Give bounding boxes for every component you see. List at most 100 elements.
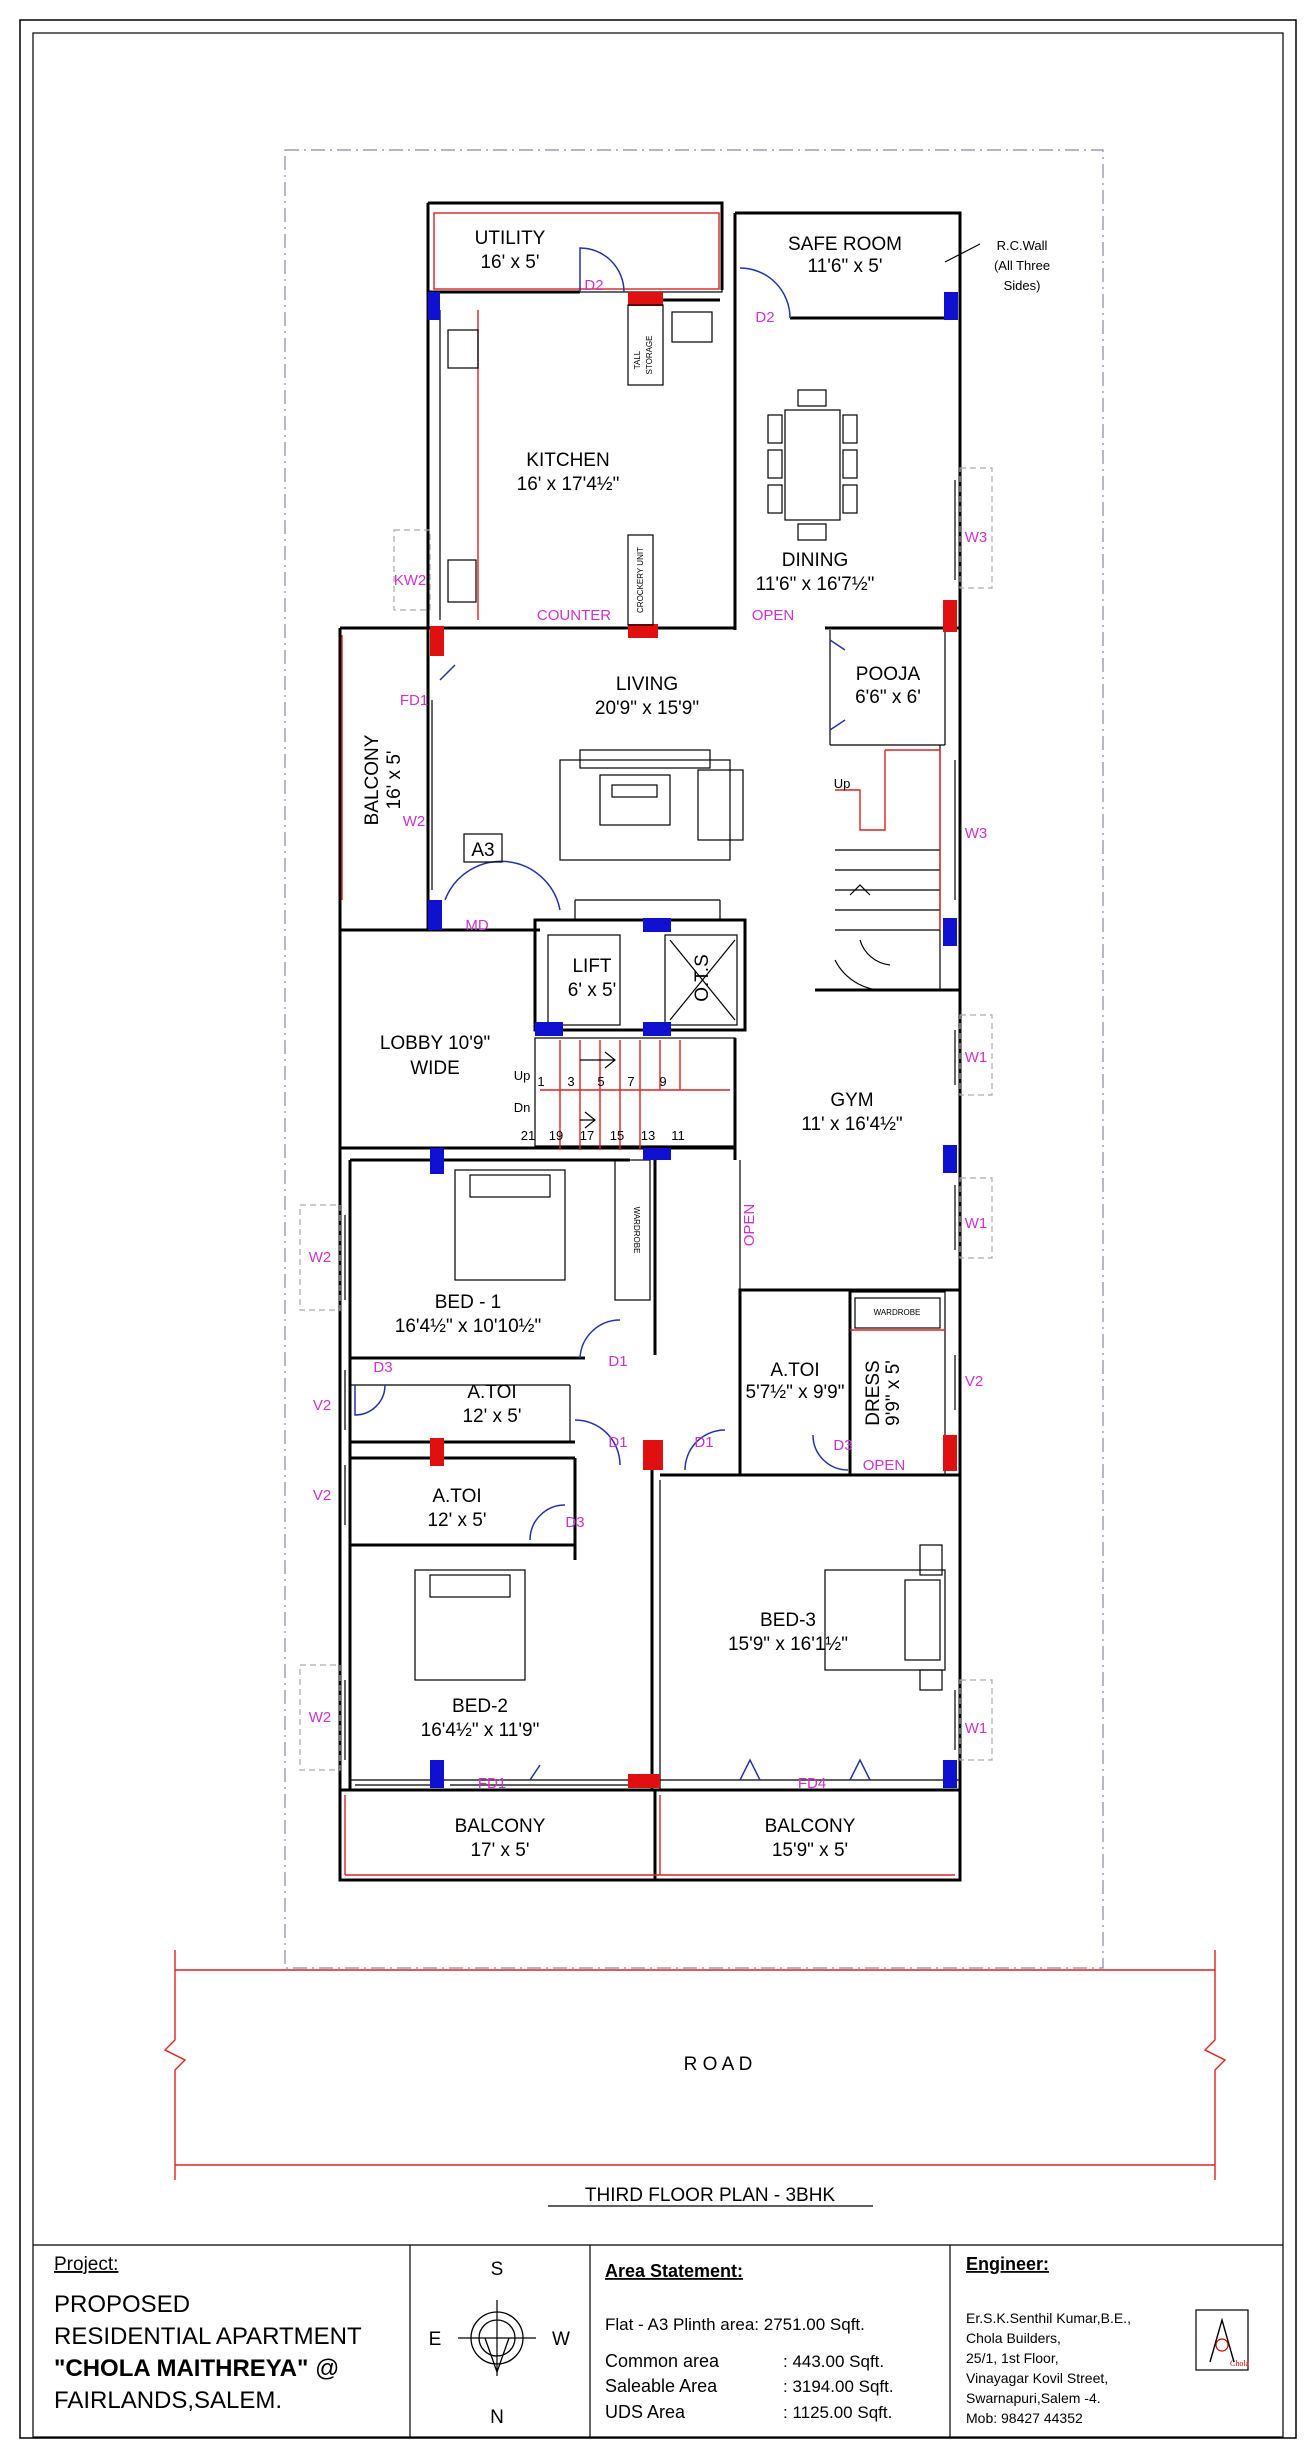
tag-w3b: W3 (965, 825, 988, 842)
tag-a3: A3 (471, 840, 494, 861)
uds-area-value: : 1125.00 Sqft. (783, 2403, 892, 2422)
road (163, 1950, 1227, 2180)
engineer-line: Chola Builders, (966, 2330, 1061, 2346)
atoi3-name: A.TOI (770, 1360, 819, 1381)
stair-step: 15 (610, 1128, 624, 1143)
atoi2-name: A.TOI (432, 1486, 481, 1507)
bed3-size: 15'9" x 16'1½" (728, 1634, 848, 1655)
plot-boundary (284, 149, 1104, 1969)
bed1-size: 16'4½" x 10'10½" (395, 1316, 541, 1337)
tag-open3: OPEN (863, 1457, 906, 1474)
tag-d3b: D3 (565, 1514, 584, 1531)
uds-area-label: UDS Area (605, 2402, 686, 2422)
window-projections (299, 467, 993, 1786)
engineer-line: Er.S.K.Senthil Kumar,B.E., (966, 2310, 1131, 2326)
stair-step: 3 (567, 1074, 574, 1089)
project-heading: Project: (54, 2254, 118, 2275)
tag-up2: Up (514, 1068, 531, 1083)
atoi1-name: A.TOI (467, 1382, 516, 1403)
tag-wardrobe2: WARDROBE (874, 1308, 921, 1317)
rc-wall-line2: (All Three (994, 258, 1050, 273)
atoi2-size: 12' x 5' (427, 1510, 486, 1531)
balcony2-size: 17' x 5' (470, 1840, 529, 1861)
door-swings (354, 247, 871, 1781)
furniture (414, 304, 946, 1691)
dining-size: 11'6" x 16'7½" (756, 574, 875, 595)
bed2-size: 16'4½" x 11'9" (421, 1720, 540, 1741)
stair-step: 7 (627, 1074, 634, 1089)
plan-title: THIRD FLOOR PLAN - 3BHK (585, 2185, 836, 2206)
compass-icon: S E W N (429, 2259, 570, 2428)
utility-size: 16' x 5' (480, 252, 539, 273)
ots-name: O.T.S (692, 954, 713, 1002)
tag-d3c: D3 (833, 1437, 852, 1454)
tag-w1c: W1 (965, 1720, 988, 1737)
lobby-line1: LOBBY 10'9" (380, 1033, 490, 1054)
dress-name: DRESS (863, 1360, 884, 1425)
tag-open2: OPEN (741, 1204, 758, 1247)
tag-md: MD (465, 917, 488, 934)
stair-step: 9 (659, 1074, 666, 1089)
bed2-name: BED-2 (452, 1696, 508, 1717)
tag-open1: OPEN (752, 607, 795, 624)
structural-columns (428, 292, 958, 1788)
stair-step: 21 (521, 1128, 535, 1143)
tag-d1a: D1 (608, 1353, 627, 1370)
tag-v2c: V2 (965, 1373, 983, 1390)
bed1-name: BED - 1 (435, 1292, 502, 1313)
logo-text: Chola (1230, 2359, 1250, 2368)
common-area-label: Common area (605, 2351, 720, 2371)
project-line4: FAIRLANDS,SALEM. (54, 2387, 282, 2414)
tag-counter: COUNTER (537, 607, 611, 624)
tag-w2c: W2 (309, 1709, 332, 1726)
compass-n: N (490, 2407, 504, 2428)
project-line3: "CHOLA MAITHREYA" @ (54, 2355, 339, 2382)
tag-v2a: V2 (313, 1397, 331, 1414)
safe-room-name: SAFE ROOM (788, 234, 902, 255)
road-label: R O A D (684, 2054, 753, 2075)
tag-tall1: TALL (633, 350, 642, 369)
engineer-line: Mob: 98427 44352 (966, 2410, 1083, 2426)
balcony2-name: BALCONY (455, 1816, 546, 1837)
gym-name: GYM (830, 1090, 873, 1111)
balcony3-size: 15'9" x 5' (772, 1840, 848, 1861)
engineer-line: 25/1, 1st Floor, (966, 2350, 1059, 2366)
area-heading: Area Statement: (605, 2261, 743, 2281)
stair-step: 17 (580, 1128, 594, 1143)
tag-wardrobe1: WARDROBE (632, 1207, 641, 1254)
tag-fd1a: FD1 (400, 692, 428, 709)
pooja-name: POOJA (856, 664, 921, 685)
tag-d2b: D2 (755, 309, 774, 326)
kitchen-size: 16' x 17'4½" (517, 474, 620, 495)
room-labels: UTILITY 16' x 5' SAFE ROOM 11'6" x 5' R.… (362, 228, 1050, 1861)
atoi3-size: 5'7½" x 9'9" (746, 1382, 845, 1403)
pooja-size: 6'6" x 6' (855, 687, 921, 708)
compass-s: S (491, 2259, 504, 2280)
tag-w3a: W3 (965, 529, 988, 546)
project-at: @ (308, 2355, 339, 2382)
tag-d1b: D1 (608, 1434, 627, 1451)
atoi1-size: 12' x 5' (462, 1406, 521, 1427)
living-name: LIVING (616, 674, 678, 695)
compass-e: E (429, 2329, 442, 2350)
utility-name: UTILITY (475, 228, 546, 249)
stair-step: 1 (537, 1074, 544, 1089)
dining-name: DINING (782, 550, 849, 571)
balcony-side-name: BALCONY (362, 734, 383, 825)
project-line1: PROPOSED (54, 2291, 190, 2318)
door-window-tags: D2 D2 KW2 W3 W3 COUNTER OPEN FD1 W2 A3 M… (309, 277, 988, 1792)
title-block: Project: PROPOSED RESIDENTIAL APARTMENT … (33, 2244, 1283, 2437)
kitchen-name: KITCHEN (526, 450, 609, 471)
project-line2: RESIDENTIAL APARTMENT (54, 2323, 362, 2350)
tag-w1b: W1 (965, 1215, 988, 1232)
engineer-heading: Engineer: (966, 2254, 1049, 2274)
dress-size: 9'9" x 5' (883, 1360, 904, 1426)
tag-d1c: D1 (694, 1434, 713, 1451)
engineer-line: Swarnapuri,Salem -4. (966, 2390, 1101, 2406)
lift-size: 6' x 5' (568, 980, 616, 1001)
saleable-area-label: Saleable Area (605, 2376, 718, 2396)
tag-crockery: CROCKERY UNIT (636, 547, 645, 613)
stair-step: 19 (549, 1128, 563, 1143)
engineer-line: Vinayagar Kovil Street, (966, 2370, 1108, 2386)
